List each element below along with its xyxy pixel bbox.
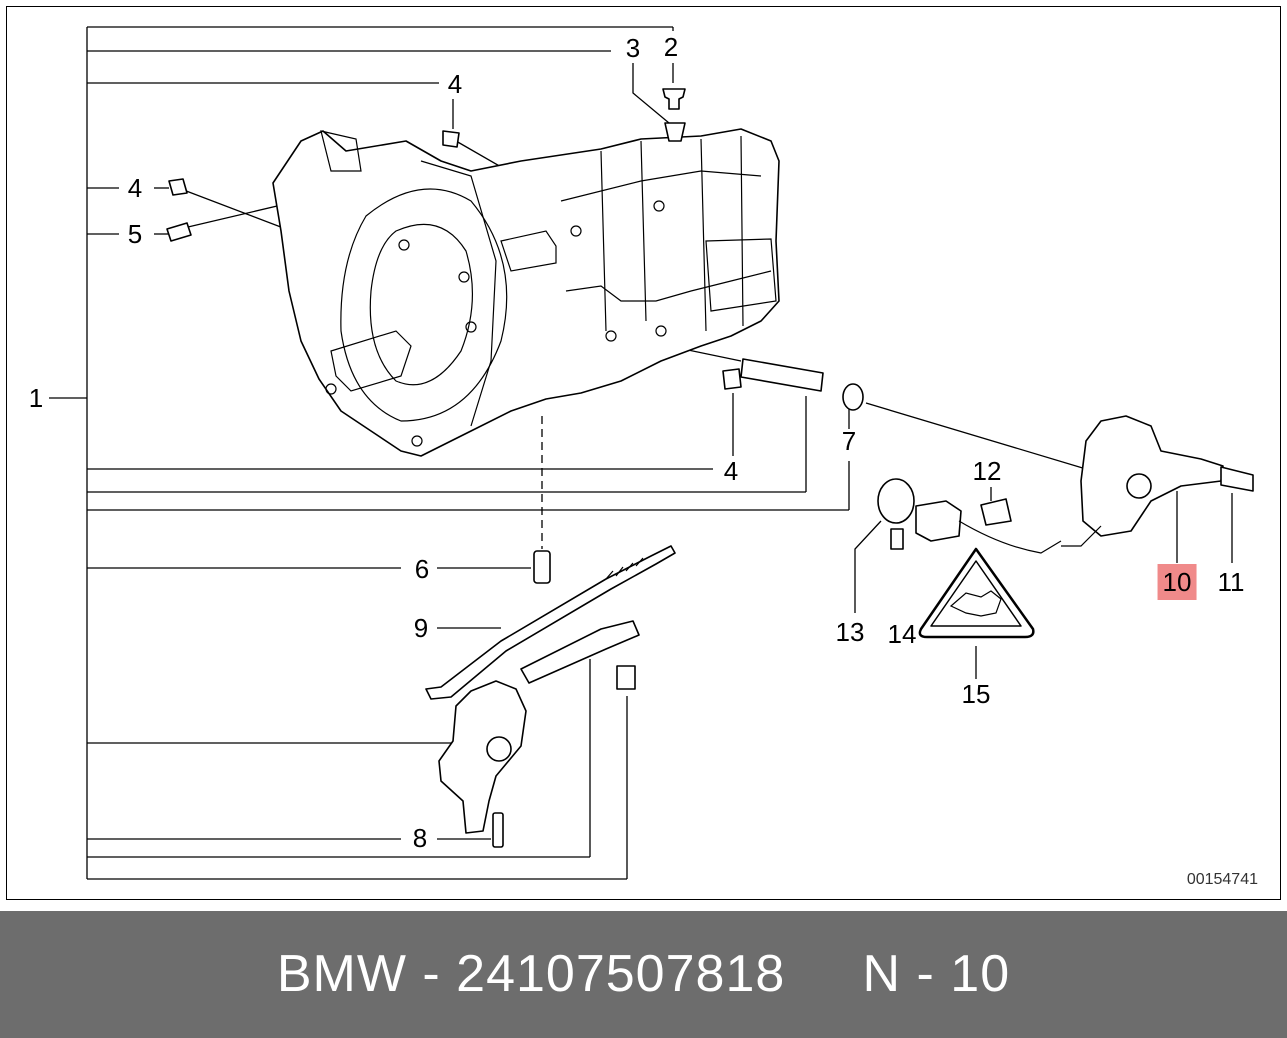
parts-diagram: 1 2 3 4 4 4 5 6 7 8 9 10 11 12 13 14 15 … [6,6,1281,900]
callout-8: 8 [412,823,428,853]
caption-bar: BMW - 24107507818 N - 10 [0,911,1287,1038]
callout-7: 7 [841,426,857,456]
callout-10-highlighted: 10 [1157,564,1197,600]
callout-4-lower: 4 [723,456,739,486]
callout-11: 11 [1217,567,1245,597]
diagram-drawing [49,26,1254,880]
callout-3: 3 [625,33,641,63]
callout-4-top: 4 [447,69,463,99]
caption-text: BMW - 24107507818 N - 10 [276,945,1011,1003]
callout-14: 14 [887,619,917,649]
small-parts [166,88,1254,848]
callout-2: 2 [663,32,679,62]
callout-4-left: 4 [127,173,143,203]
transmission-housing [272,128,780,457]
document-number: 00154741 [1186,871,1258,888]
callout-12: 12 [972,456,1002,486]
callout-9: 9 [413,613,429,643]
callout-15: 15 [961,679,991,709]
callout-6: 6 [414,554,430,584]
callout-13: 13 [835,617,865,647]
leader-lines [49,26,1233,880]
callout-1: 1 [28,383,44,413]
callout-5: 5 [127,219,143,249]
